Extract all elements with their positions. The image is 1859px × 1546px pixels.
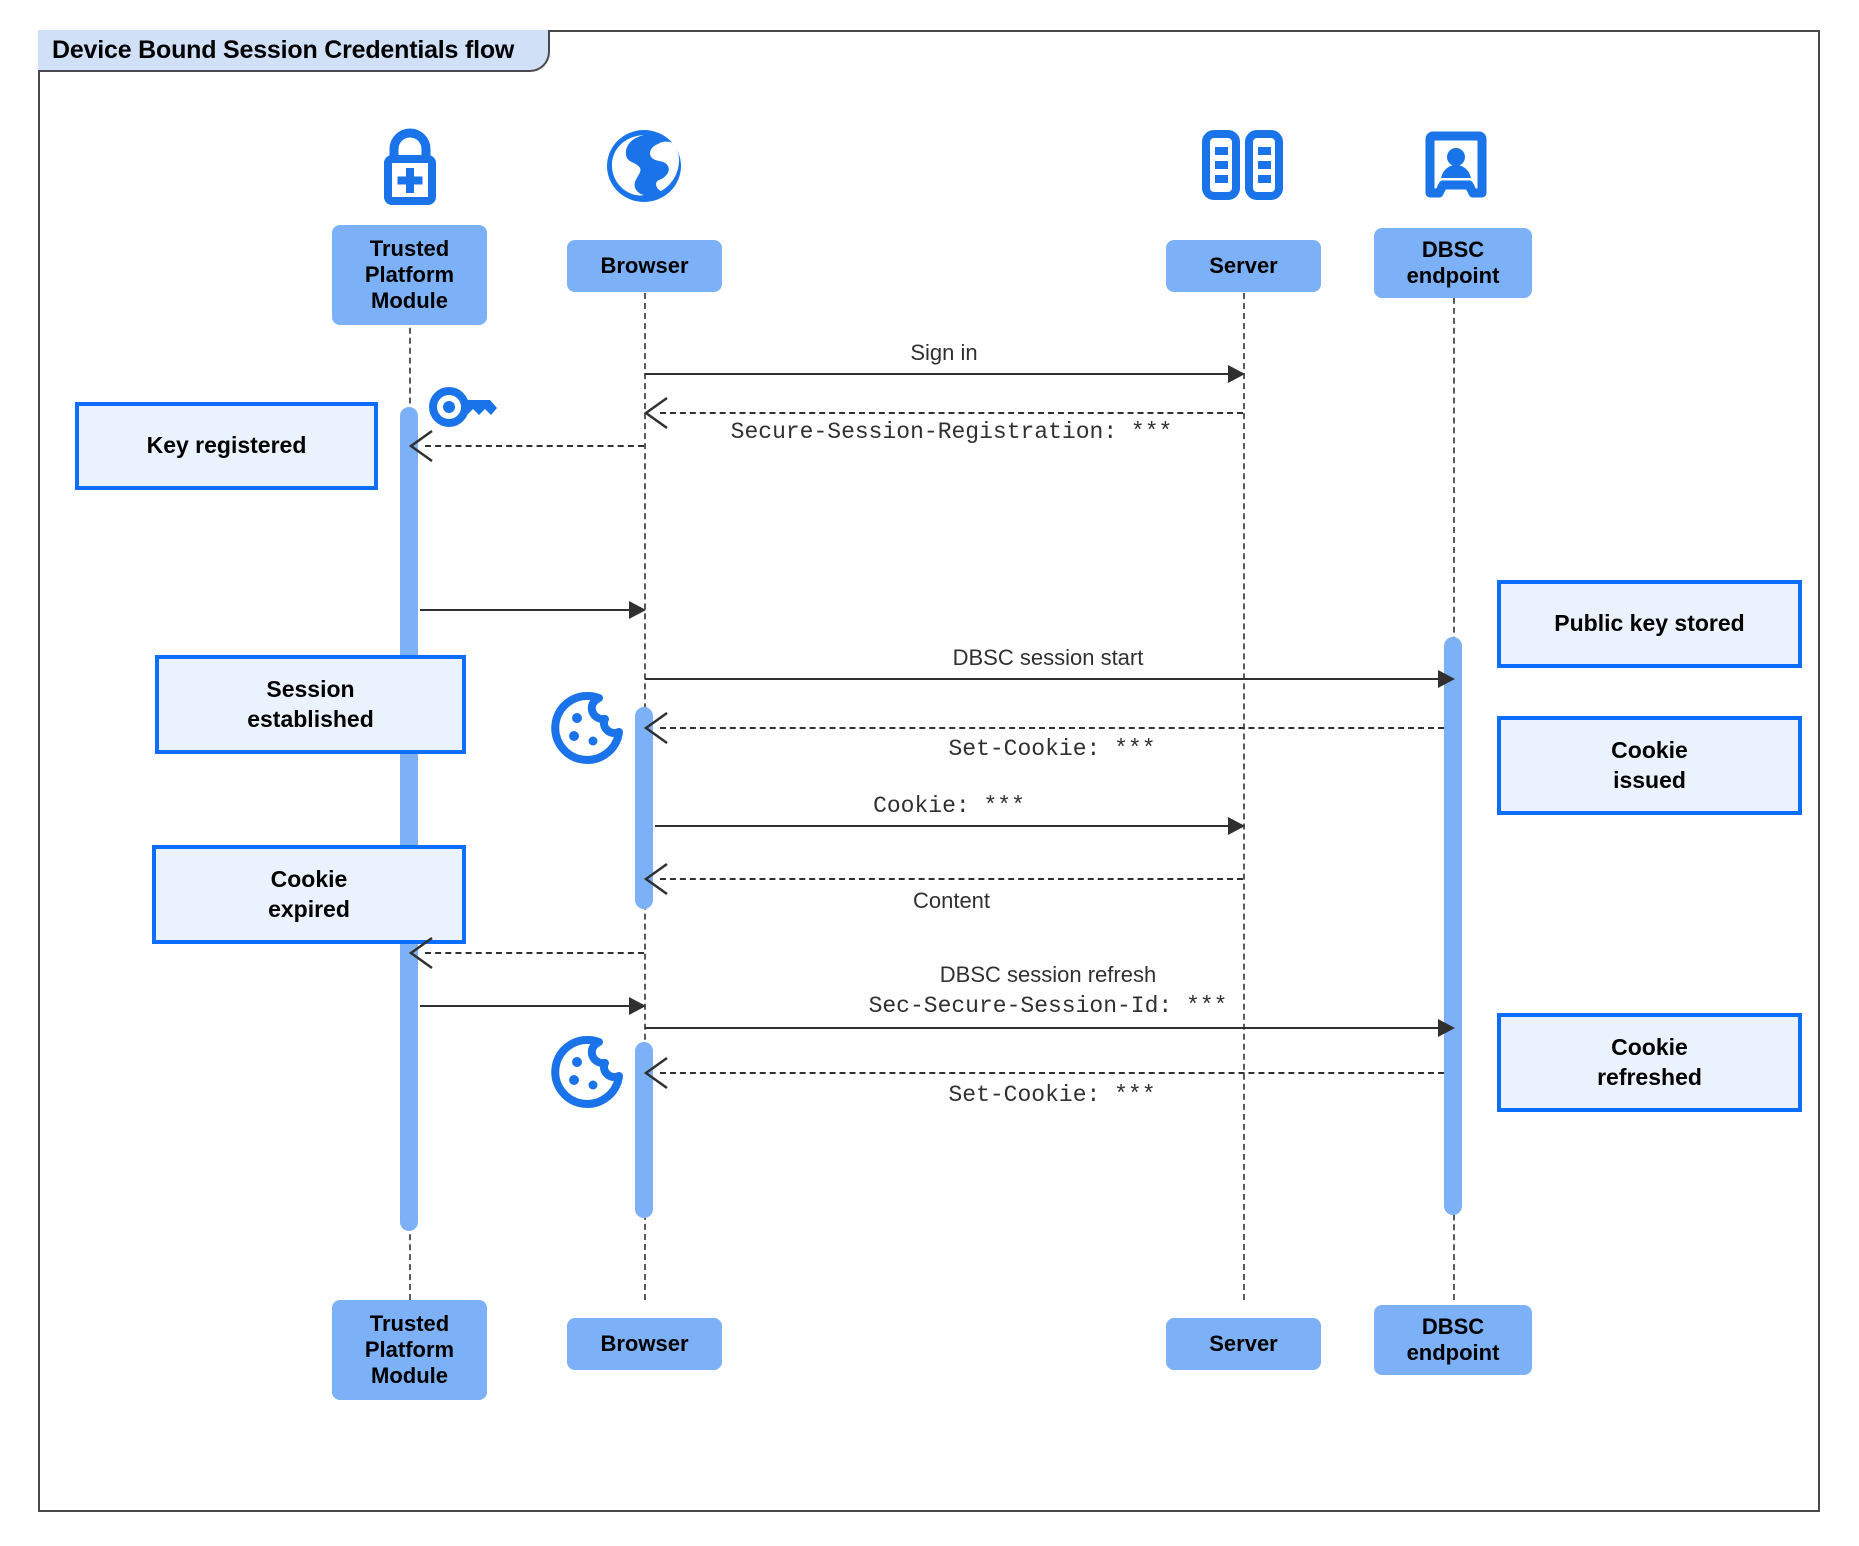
note-cookie-issued: Cookie issued <box>1497 716 1802 815</box>
diagram-title-tab: Device Bound Session Credentials flow <box>38 30 551 72</box>
participant-tpm-bottom-label: Trusted Platform Module <box>364 1311 455 1388</box>
participant-server-bottom[interactable]: Server <box>1166 1318 1321 1370</box>
msg-line-browser-to-tpm-1 <box>425 445 644 447</box>
msg-line-dbsc-session-start <box>645 678 1441 680</box>
participant-tpm-bottom[interactable]: Trusted Platform Module <box>332 1300 487 1400</box>
note-cookie-expired: Cookie expired <box>152 845 466 944</box>
msg-arrowhead-set-cookie-1 <box>643 711 669 745</box>
msg-label-sec-secure-session-id: Sec-Secure-Session-Id: *** <box>868 993 1228 1019</box>
msg-label-dbsc-session-start: DBSC session start <box>952 645 1144 670</box>
note-public-key-stored: Public key stored <box>1497 580 1802 668</box>
globe-icon <box>603 128 685 204</box>
msg-line-set-cookie-2 <box>660 1072 1444 1074</box>
activation-dbsc <box>1444 637 1462 1215</box>
msg-arrowhead-tpm-to-browser-1 <box>629 601 646 619</box>
msg-arrowhead-browser-to-tpm-1 <box>408 429 434 463</box>
participant-tpm-top[interactable]: Trusted Platform Module <box>332 225 487 325</box>
msg-line-browser-to-tpm-2 <box>425 952 644 954</box>
msg-line-sign-in <box>645 373 1231 375</box>
msg-arrowhead-sign-in <box>1228 365 1245 383</box>
msg-arrowhead-set-cookie-2 <box>643 1056 669 1090</box>
msg-arrowhead-tpm-to-browser-2 <box>629 997 646 1015</box>
msg-line-content <box>660 878 1243 880</box>
msg-arrowhead-secure-session-registration <box>643 396 669 430</box>
msg-label-cookie: Cookie: *** <box>873 793 1025 819</box>
activation-tpm <box>400 407 418 1231</box>
participant-browser-bottom-label: Browser <box>600 1331 689 1357</box>
participant-server-top[interactable]: Server <box>1166 240 1321 292</box>
participant-tpm-top-label: Trusted Platform Module <box>364 236 455 313</box>
page-title: Device Bound Session Credentials flow <box>52 35 515 64</box>
note-cookie-refreshed-text: Cookie refreshed <box>1597 1033 1702 1090</box>
participant-dbsc-bottom-label: DBSC endpoint <box>1406 1314 1500 1365</box>
cookie-icon <box>548 690 624 766</box>
note-cookie-refreshed: Cookie refreshed <box>1497 1013 1802 1112</box>
server-racks-icon <box>1200 130 1285 202</box>
note-session-established: Session established <box>155 655 466 754</box>
msg-line-tpm-to-browser-1 <box>420 609 632 611</box>
msg-line-dbsc-session-refresh <box>645 1027 1441 1029</box>
activation-browser-2 <box>635 1042 653 1218</box>
msg-label-set-cookie-1: Set-Cookie: *** <box>948 736 1156 762</box>
participant-server-top-label: Server <box>1209 253 1278 279</box>
msg-label-secure-session-registration: Secure-Session-Registration: *** <box>730 419 1173 445</box>
msg-line-secure-session-registration <box>660 412 1243 414</box>
msg-line-tpm-to-browser-2 <box>420 1005 632 1007</box>
msg-arrowhead-content <box>643 862 669 896</box>
participant-server-bottom-label: Server <box>1209 1331 1278 1357</box>
note-public-key-stored-text: Public key stored <box>1554 610 1745 637</box>
participant-dbsc-top[interactable]: DBSC endpoint <box>1374 228 1532 298</box>
msg-arrowhead-cookie <box>1228 817 1245 835</box>
lifeline-server <box>1243 253 1245 1300</box>
participant-dbsc-top-label: DBSC endpoint <box>1406 237 1500 288</box>
note-key-registered: Key registered <box>75 402 378 490</box>
id-badge-icon <box>1425 130 1487 202</box>
msg-label-set-cookie-2: Set-Cookie: *** <box>948 1082 1156 1108</box>
note-cookie-issued-text: Cookie issued <box>1611 736 1688 793</box>
msg-arrowhead-dbsc-session-refresh <box>1438 1019 1455 1037</box>
note-cookie-expired-text: Cookie expired <box>268 865 350 922</box>
activation-browser-1 <box>635 707 653 909</box>
msg-label-sign-in: Sign in <box>910 340 978 365</box>
note-session-established-text: Session established <box>247 675 374 732</box>
note-key-registered-text: Key registered <box>146 432 307 459</box>
msg-label-dbsc-session-refresh: DBSC session refresh <box>939 962 1157 987</box>
key-icon <box>428 383 508 431</box>
msg-line-cookie <box>655 825 1231 827</box>
participant-browser-top[interactable]: Browser <box>567 240 722 292</box>
msg-label-content: Content <box>912 888 991 913</box>
participant-dbsc-bottom[interactable]: DBSC endpoint <box>1374 1305 1532 1375</box>
msg-arrowhead-browser-to-tpm-2 <box>408 936 434 970</box>
msg-line-set-cookie-1 <box>660 727 1444 729</box>
cookie-icon <box>548 1034 624 1110</box>
lock-plus-icon <box>368 125 452 207</box>
msg-arrowhead-dbsc-session-start <box>1438 670 1455 688</box>
participant-browser-bottom[interactable]: Browser <box>567 1318 722 1370</box>
participant-browser-top-label: Browser <box>600 253 689 279</box>
